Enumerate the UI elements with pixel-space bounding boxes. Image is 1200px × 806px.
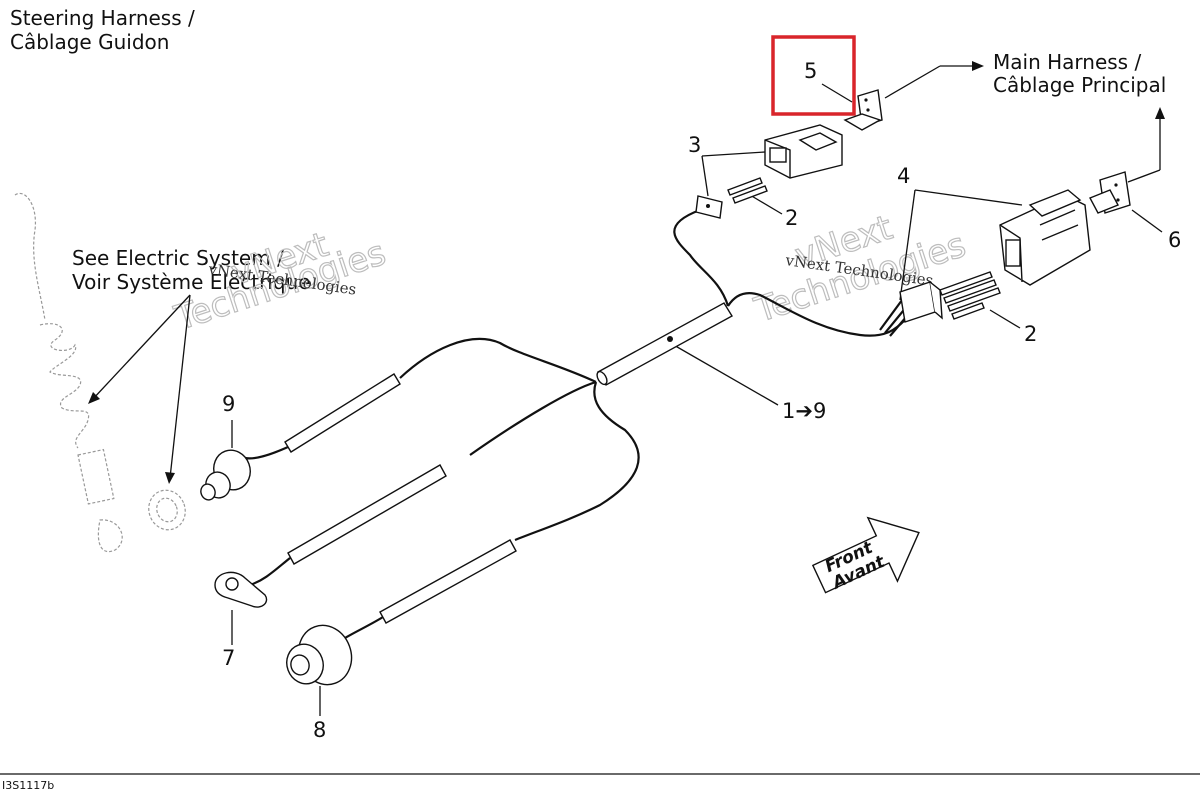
callout-1-9: 1➔9 (782, 399, 826, 423)
coil-cord-ghost (14, 192, 186, 553)
part-7-eyelet (214, 571, 268, 608)
callout-9: 9 (222, 392, 235, 416)
part-6-bracket (1089, 171, 1131, 214)
callout-2-right: 2 (1024, 322, 1037, 346)
figure-code: I3S1117b (2, 779, 54, 792)
part-4-pigtail-connector (899, 281, 943, 323)
part-3-connector (764, 124, 843, 179)
see-electric-line2: Voir Système Electrique (72, 270, 311, 294)
callout-6: 6 (1168, 228, 1181, 252)
callout-7: 7 (222, 646, 235, 670)
callout-5: 5 (804, 59, 817, 83)
leader-lines (88, 61, 1165, 716)
callout-2-top: 2 (785, 206, 798, 230)
wire-harness (244, 208, 919, 639)
part-8-switch (286, 624, 353, 686)
part-9-switch (200, 449, 251, 501)
steering-harness-title-line1: Steering Harness / (10, 6, 195, 30)
callout-3: 3 (688, 133, 701, 157)
part-4-connector (999, 189, 1091, 286)
front-arrow: Front Avant (811, 516, 920, 594)
steering-harness-title-line2: Câblage Guidon (10, 30, 169, 54)
highlight-box (771, 35, 856, 116)
part-3-terminals (695, 177, 768, 219)
callout-8: 8 (313, 718, 326, 742)
watermark: vNext Technologies vNext Technologies vN… (169, 207, 971, 339)
main-harness-title-line1: Main Harness / (993, 50, 1141, 74)
see-electric-line1: See Electric System / (72, 246, 284, 270)
part-2-terminals (939, 271, 1001, 320)
main-harness-title-line2: Câblage Principal (993, 73, 1166, 97)
part-5-bracket (843, 89, 883, 131)
callout-4: 4 (897, 164, 910, 188)
